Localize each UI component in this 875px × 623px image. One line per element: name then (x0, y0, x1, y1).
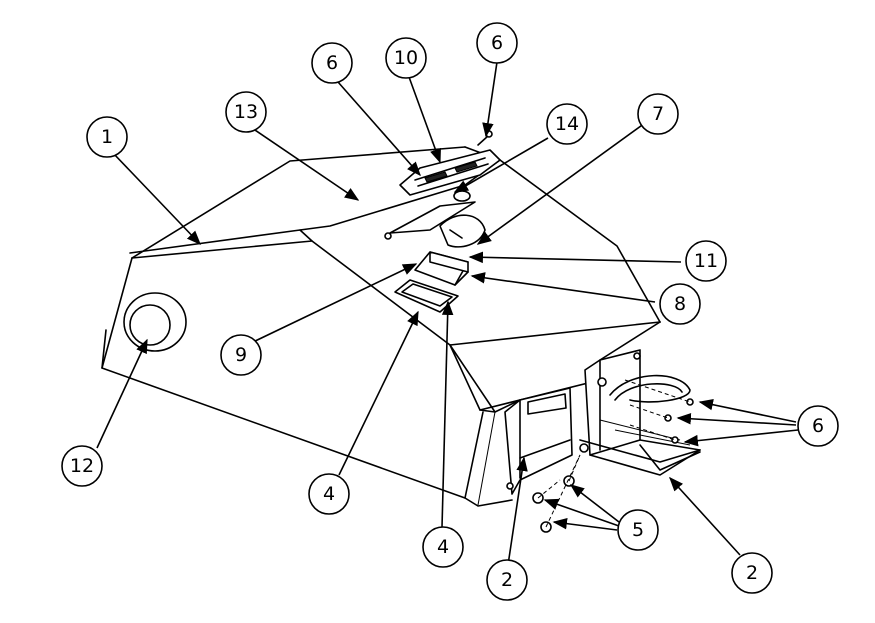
svg-text:6: 6 (491, 32, 503, 54)
callout-10: 10 (385, 37, 427, 79)
round-port (123, 292, 187, 352)
callout-2-left: 2 (486, 559, 528, 601)
callout-8: 8 (659, 283, 701, 325)
svg-text:2: 2 (501, 569, 513, 591)
knob (439, 214, 486, 248)
callout-7: 7 (637, 93, 679, 135)
side-module-left (504, 387, 573, 495)
svg-text:11: 11 (694, 250, 718, 272)
svg-text:13: 13 (234, 101, 258, 123)
callout-13: 13 (225, 91, 267, 133)
top-slot (384, 190, 476, 240)
latch-assembly (399, 130, 501, 196)
svg-text:12: 12 (70, 455, 94, 477)
callout-12: 12 (61, 445, 103, 487)
svg-text:9: 9 (235, 344, 247, 366)
svg-text:1: 1 (101, 126, 113, 148)
button-block (414, 251, 469, 286)
callout-6-top-right: 6 (476, 22, 518, 64)
callout-6-top-left: 6 (311, 42, 353, 84)
svg-text:7: 7 (652, 103, 664, 125)
svg-text:8: 8 (674, 293, 686, 315)
svg-text:5: 5 (632, 519, 644, 541)
svg-text:6: 6 (812, 415, 824, 437)
callout-1: 1 (86, 116, 128, 158)
leader-lines (96, 61, 799, 566)
callout-14: 14 (546, 103, 588, 145)
svg-text:10: 10 (394, 47, 418, 69)
svg-text:14: 14 (555, 113, 579, 135)
svg-text:4: 4 (323, 483, 335, 505)
callout-5: 5 (617, 509, 659, 551)
callout-6-bracket: 6 (797, 405, 839, 447)
svg-text:2: 2 (746, 562, 758, 584)
callout-4-left: 4 (308, 473, 350, 515)
bracket (579, 349, 701, 476)
svg-text:4: 4 (437, 536, 449, 558)
callout-4-right: 4 (422, 526, 464, 568)
svg-text:6: 6 (326, 52, 338, 74)
callout-9: 9 (220, 334, 262, 376)
callout-11: 11 (685, 240, 727, 282)
fasteners (532, 379, 694, 533)
callout-2-right: 2 (731, 552, 773, 594)
